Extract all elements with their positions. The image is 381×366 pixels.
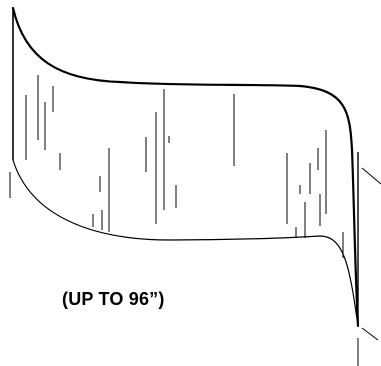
extension-line-right-top: [361, 167, 381, 185]
panel-top-edge: [11, 6, 360, 328]
reflection-hatch-lines: [25, 75, 344, 258]
extension-lines: [9, 167, 381, 366]
size-label: (UP TO 96”): [62, 289, 165, 309]
extension-line-right-bottom: [361, 327, 379, 341]
panel-bottom-edge: [12, 159, 359, 327]
